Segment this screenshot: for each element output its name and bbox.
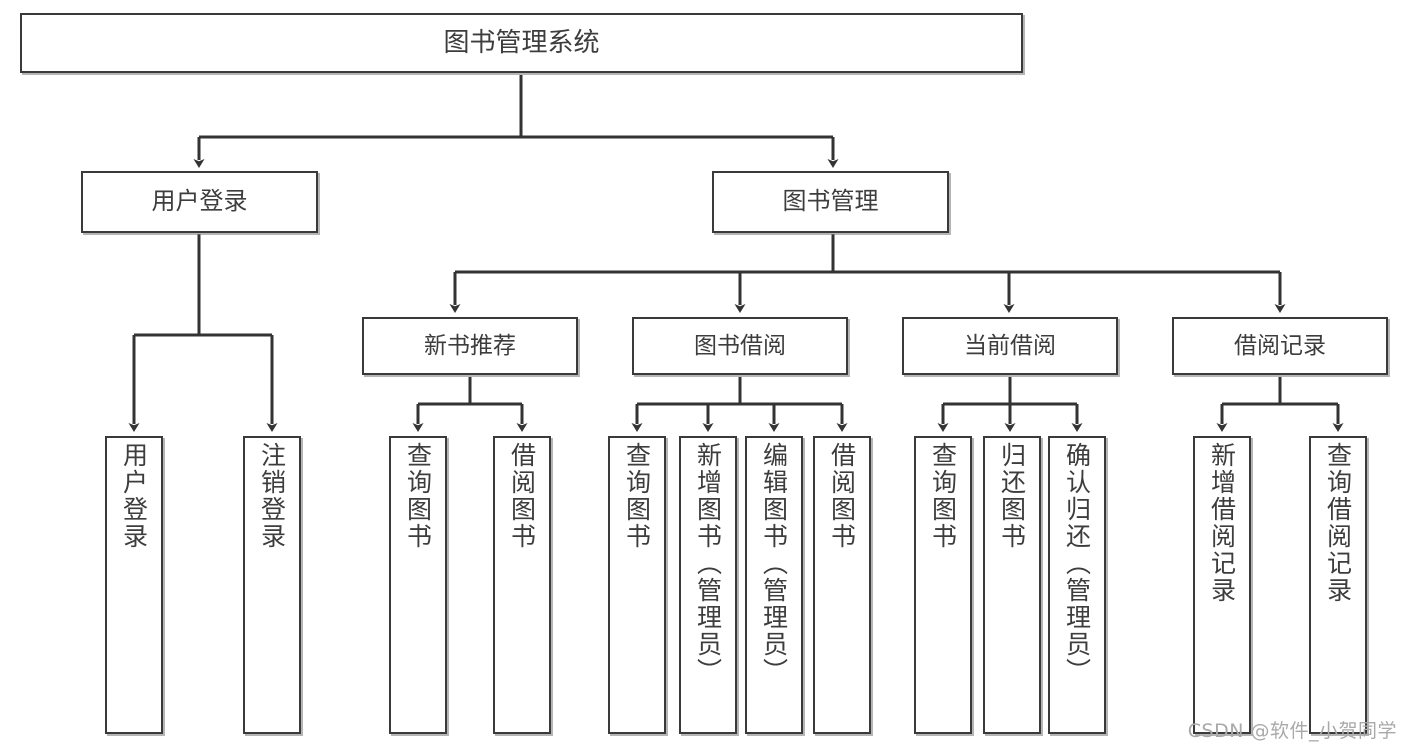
leaf-confirm-return[interactable]: 确认归还（管理员） — [1048, 436, 1106, 734]
leaf-query-book-recommend-label: 查询图书 — [403, 442, 433, 550]
leaf-query-borrow-record-label: 查询借阅记录 — [1323, 442, 1353, 604]
leaf-user-login-label: 用户登录 — [119, 442, 149, 550]
leaf-borrow-book-recommend-label: 借阅图书 — [507, 442, 537, 550]
leaf-add-book-label: 新增图书（管理员） — [693, 442, 723, 685]
leaf-add-borrow-record[interactable]: 新增借阅记录 — [1193, 436, 1251, 734]
leaf-query-borrow-record[interactable]: 查询借阅记录 — [1309, 436, 1367, 734]
node-new-book-recommend[interactable]: 新书推荐 — [362, 317, 578, 375]
node-root-label: 图书管理系统 — [443, 27, 600, 58]
leaf-query-book-recommend[interactable]: 查询图书 — [389, 436, 447, 734]
leaf-add-book[interactable]: 新增图书（管理员） — [679, 436, 737, 734]
leaf-edit-book[interactable]: 编辑图书（管理员） — [745, 436, 803, 734]
leaf-return-book[interactable]: 归还图书 — [983, 436, 1041, 734]
leaf-confirm-return-label: 确认归还（管理员） — [1062, 442, 1092, 685]
node-borrow-record-label: 借阅记录 — [1234, 332, 1326, 359]
node-book-borrow-label: 图书借阅 — [694, 332, 786, 359]
node-current-borrow-label: 当前借阅 — [964, 332, 1056, 359]
node-user-login[interactable]: 用户登录 — [81, 171, 318, 233]
node-root-book-management-system[interactable]: 图书管理系统 — [20, 13, 1023, 73]
node-new-book-recommend-label: 新书推荐 — [424, 332, 516, 359]
leaf-query-book-borrow-label: 查询图书 — [622, 442, 652, 550]
leaf-borrow-book-borrow[interactable]: 借阅图书 — [813, 436, 871, 734]
node-book-borrow[interactable]: 图书借阅 — [632, 317, 848, 375]
node-user-login-label: 用户登录 — [151, 187, 248, 216]
leaf-borrow-book-borrow-label: 借阅图书 — [827, 442, 857, 550]
node-borrow-record[interactable]: 借阅记录 — [1172, 317, 1388, 375]
node-book-manage[interactable]: 图书管理 — [712, 171, 949, 233]
leaf-return-book-label: 归还图书 — [997, 442, 1027, 550]
leaf-query-book-current[interactable]: 查询图书 — [914, 436, 972, 734]
leaf-borrow-book-recommend[interactable]: 借阅图书 — [493, 436, 551, 734]
leaf-user-login[interactable]: 用户登录 — [105, 436, 163, 734]
leaf-edit-book-label: 编辑图书（管理员） — [759, 442, 789, 685]
leaf-add-borrow-record-label: 新增借阅记录 — [1207, 442, 1237, 604]
leaf-logout-login[interactable]: 注销登录 — [243, 436, 301, 734]
leaf-logout-login-label: 注销登录 — [257, 442, 287, 550]
csdn-watermark: CSDN @软件_小贺同学 — [1187, 720, 1397, 742]
leaf-query-book-current-label: 查询图书 — [928, 442, 958, 550]
leaf-query-book-borrow[interactable]: 查询图书 — [608, 436, 666, 734]
node-current-borrow[interactable]: 当前借阅 — [902, 317, 1118, 375]
node-book-manage-label: 图书管理 — [782, 187, 879, 216]
